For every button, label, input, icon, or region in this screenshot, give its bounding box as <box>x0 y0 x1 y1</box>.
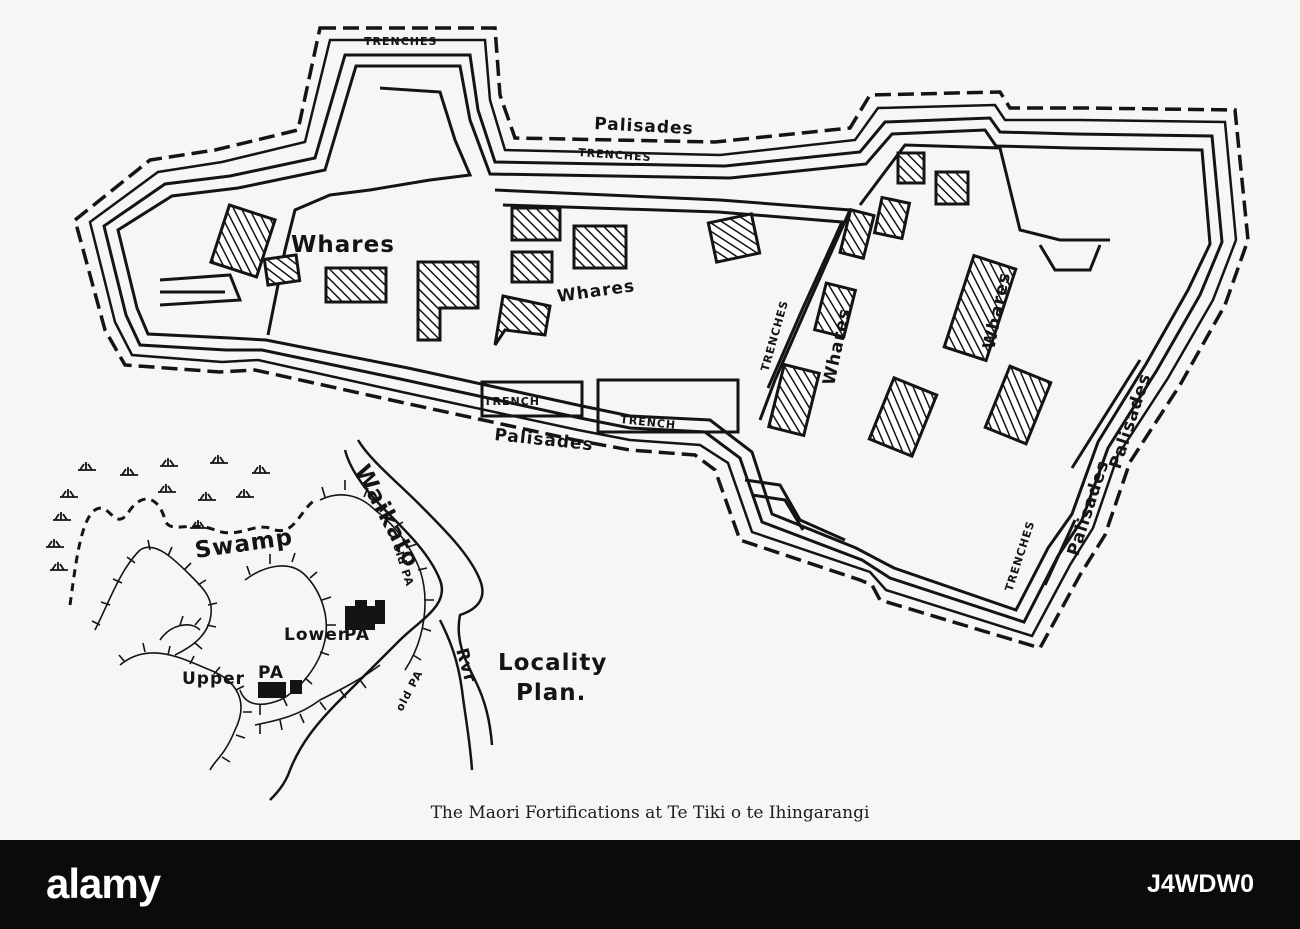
bottom-right-bastion <box>744 478 846 542</box>
inner-wall-a <box>102 53 1224 624</box>
label-upper-pa: PA <box>258 663 284 683</box>
label-plan: Plan. <box>516 680 586 706</box>
label-trenches-mid: TRENCHES <box>578 146 652 164</box>
label-swamp: Swamp <box>193 524 294 563</box>
right-palisade-double <box>1070 359 1142 469</box>
fortification-map: TRENCHES Palisades TRENCHES Whares Whare… <box>46 26 1250 801</box>
lower-pa-marker <box>345 600 385 630</box>
waikato-river-bank-west <box>269 449 444 801</box>
whare <box>510 206 562 242</box>
outer-trench-line <box>88 38 1238 638</box>
label-lower-pa: PA <box>344 625 370 645</box>
whare-l-shape <box>416 260 480 342</box>
label-lower: Lower <box>284 625 347 645</box>
image-id: J4WDW0 <box>1147 870 1254 898</box>
map-sheet: TRENCHES Palisades TRENCHES Whares Whare… <box>0 0 1300 840</box>
whare <box>324 266 388 304</box>
upper-pa-marker <box>258 682 286 698</box>
whare <box>838 207 876 261</box>
label-whares-center: Whares <box>556 276 636 307</box>
waikato-river-bank-east <box>356 439 494 746</box>
label-trenches-bottom-right: TRENCHES <box>1002 519 1037 593</box>
inner-wall-b <box>116 64 1212 612</box>
interior-lower-left <box>159 273 243 307</box>
label-old-pa-bottom: old PA <box>393 668 425 713</box>
interior-spur-right <box>1038 244 1102 272</box>
pa-sites <box>258 600 385 698</box>
interior-divider-mid-2 <box>502 203 845 389</box>
interior-divider-mid <box>494 188 853 421</box>
whare <box>896 151 926 185</box>
whare <box>942 253 1018 363</box>
bottom-right-bastion-2 <box>751 493 805 531</box>
locality-plan: Swamp Waikato old PA Lower PA Upper PA o… <box>46 439 607 801</box>
tributary-bank <box>438 619 474 771</box>
label-trenches-right-diag: TRENCHES <box>758 299 791 373</box>
label-locality: Locality <box>498 650 607 676</box>
whare <box>209 203 277 279</box>
whare <box>872 195 912 241</box>
whare <box>867 375 939 459</box>
label-trench-bottom-right: TRENCH <box>620 413 677 432</box>
whare <box>493 294 552 346</box>
fort-outline <box>73 26 1250 651</box>
whare <box>706 212 762 264</box>
watermark-bar: alamy J4WDW0 <box>0 840 1300 929</box>
whare <box>572 224 628 270</box>
label-river-abbrev: Rvr <box>451 646 480 686</box>
right-palisade-double-2 <box>1043 519 1077 586</box>
label-upper: Upper <box>182 669 245 689</box>
label-palisades-right: Palisades <box>1106 371 1156 472</box>
brand-logo: alamy <box>46 860 161 907</box>
interior-divider-left <box>266 86 473 336</box>
whare <box>510 250 554 284</box>
whare <box>983 364 1053 446</box>
whare <box>766 362 822 438</box>
upper-pa-marker-2 <box>290 680 302 694</box>
whare <box>812 281 858 339</box>
outer-palisade-line <box>73 26 1250 651</box>
label-whares-left: Whares <box>291 232 395 258</box>
whare <box>934 170 970 206</box>
label-palisades-top: Palisades <box>594 114 694 139</box>
trench-box-right <box>596 378 740 434</box>
hill-hachures <box>91 480 434 771</box>
trench-box-left <box>480 380 584 418</box>
label-trenches-top: TRENCHES <box>364 35 437 48</box>
whares <box>209 151 1053 459</box>
label-waikato: Waikato <box>349 461 425 573</box>
label-trench-bottom-left: TRENCH <box>484 395 540 408</box>
map-caption: The Maori Fortifications at Te Tiki o te… <box>430 803 870 823</box>
whare <box>262 253 302 287</box>
label-palisades-bottom-right: Palisades <box>1064 458 1114 559</box>
